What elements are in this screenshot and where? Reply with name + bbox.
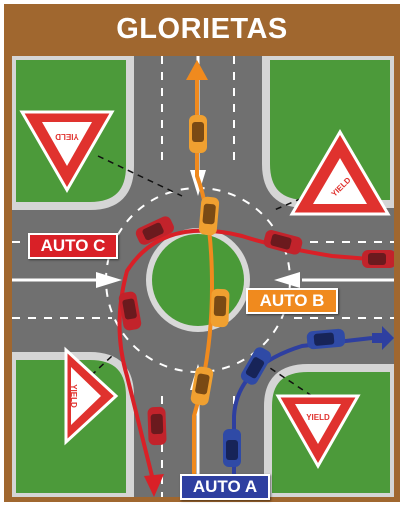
car-icon	[198, 196, 219, 235]
yield-text: YIELD	[55, 132, 79, 141]
auto-b-label: AUTO B	[246, 288, 338, 314]
page-title: GLORIETAS	[4, 4, 400, 52]
roundabout-illustration: YIELD YIELD YIELD YIELD	[12, 56, 394, 497]
car-icon	[210, 289, 229, 328]
car-icon	[189, 115, 207, 153]
yield-text: YIELD	[69, 384, 78, 408]
car-icon	[306, 328, 345, 349]
car-icon	[147, 407, 166, 446]
yield-text: YIELD	[306, 413, 330, 422]
car-icon	[223, 429, 241, 467]
auto-c-label: AUTO C	[28, 233, 118, 259]
car-icon	[362, 250, 394, 268]
central-island	[152, 234, 244, 326]
title-bar: GLORIETAS	[4, 4, 400, 52]
auto-a-label: AUTO A	[180, 474, 270, 500]
roundabout-scene: YIELD YIELD YIELD YIELD	[12, 56, 394, 497]
